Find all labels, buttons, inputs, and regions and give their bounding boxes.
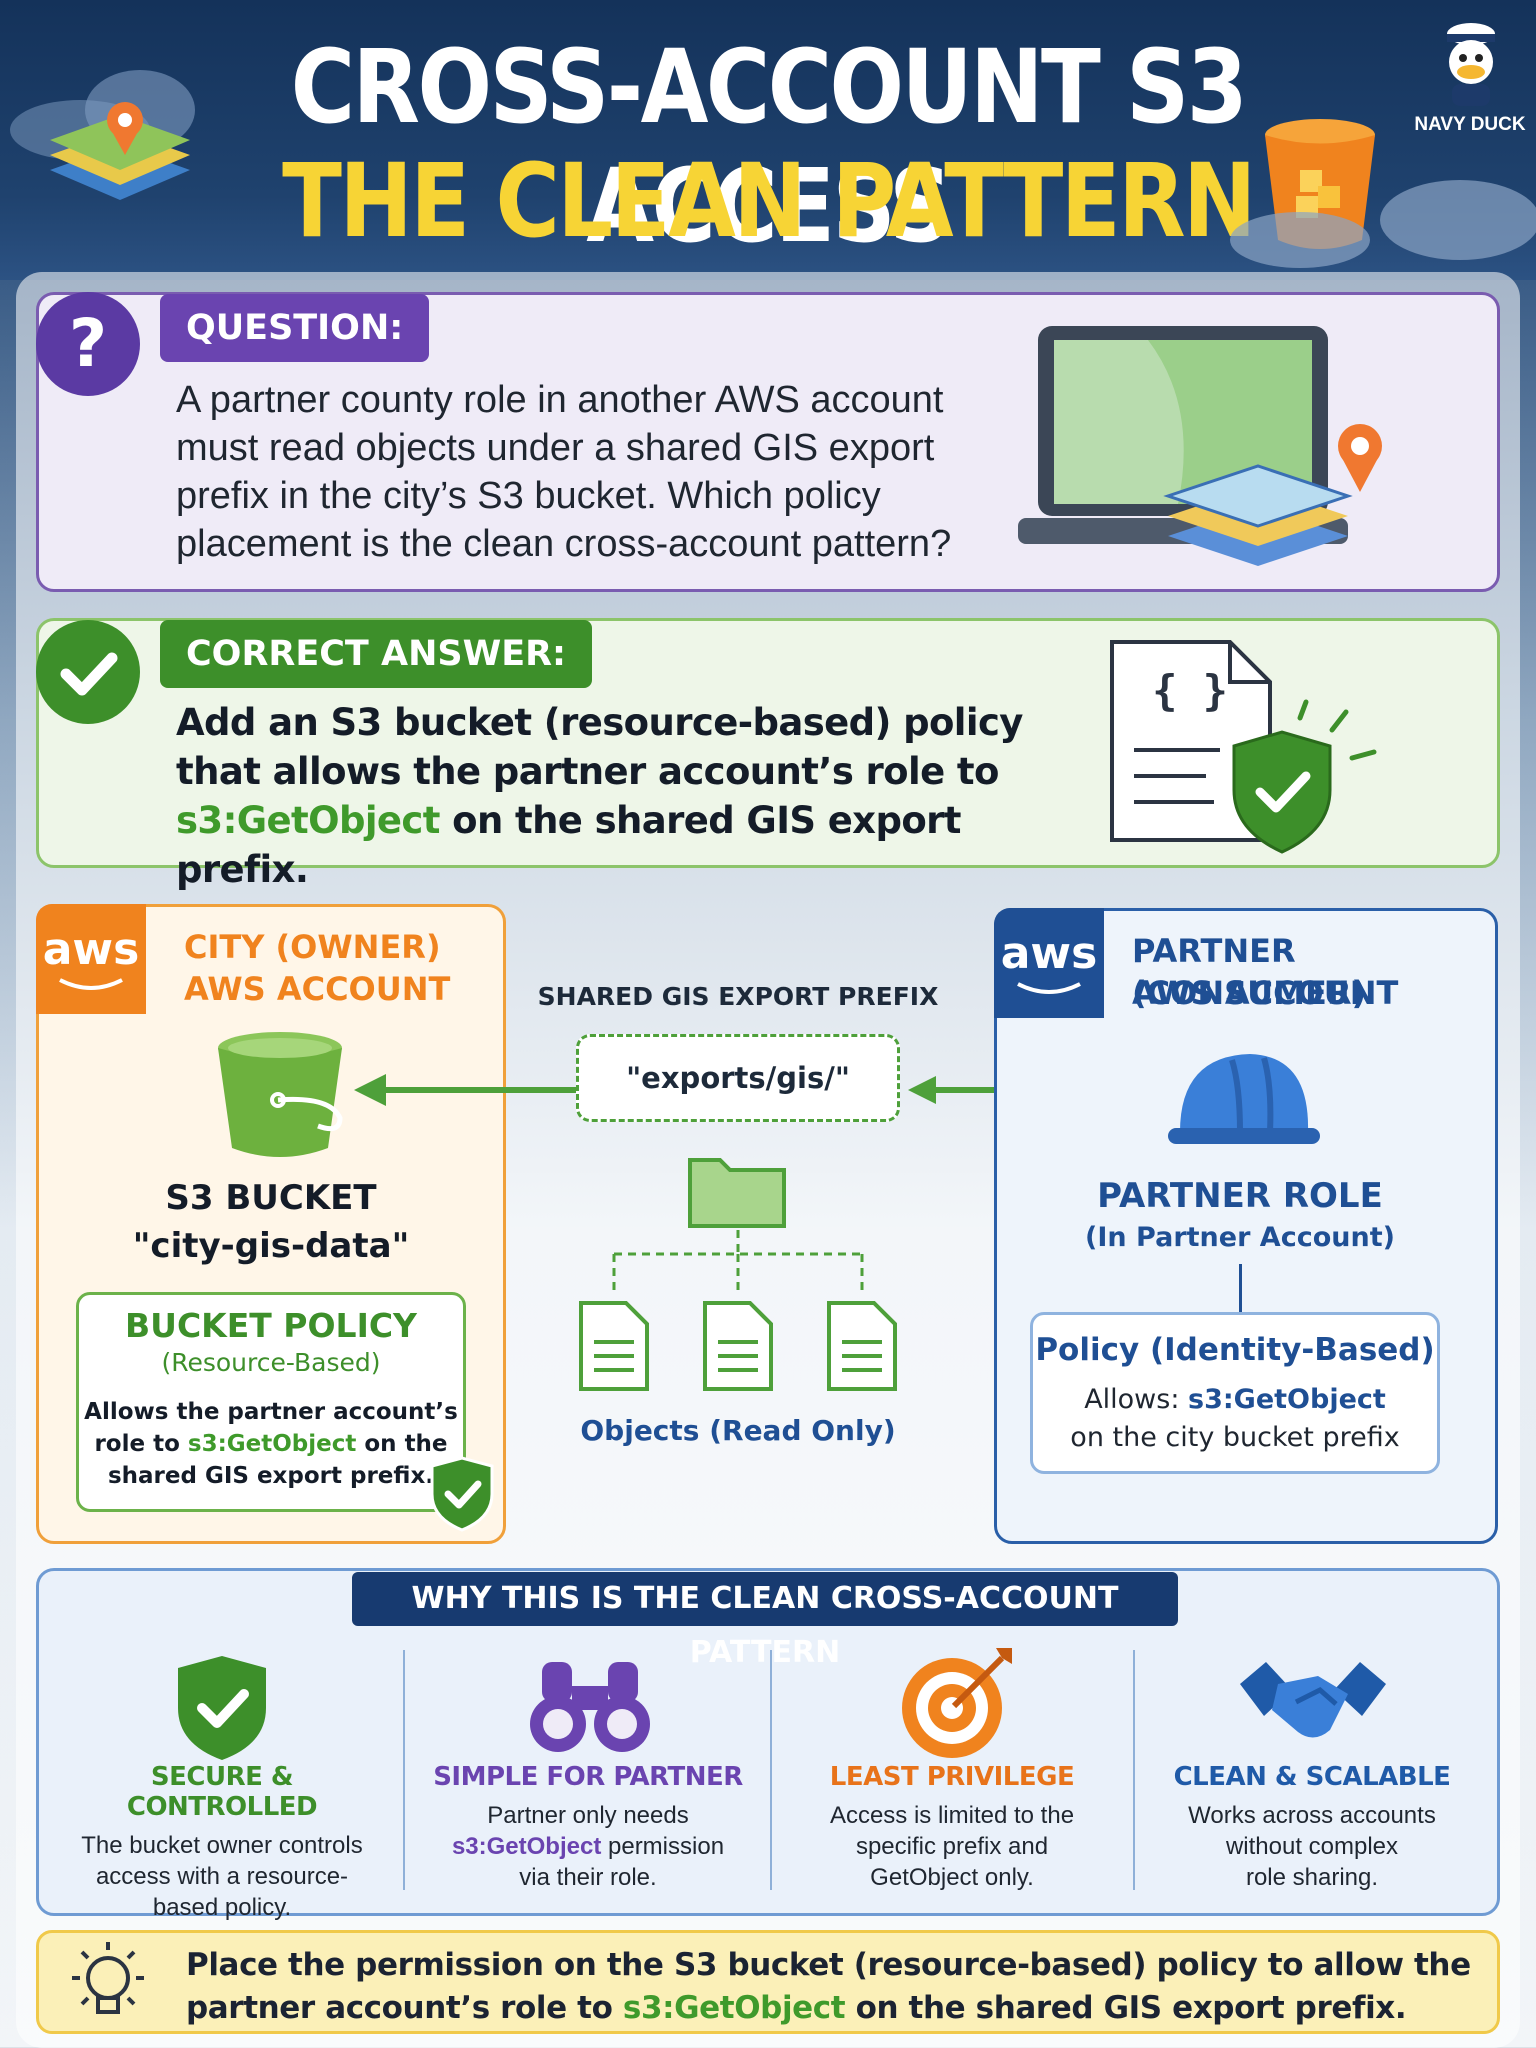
role-policy-connector — [1239, 1264, 1242, 1312]
handshake-icon — [1240, 1662, 1386, 1738]
why-item-least-privilege: LEAST PRIVILEGE Access is limited to the… — [829, 1762, 1075, 1891]
folder-icon — [688, 1158, 786, 1228]
bucket-policy-description: Allows the partner account’s role to s3:… — [84, 1399, 458, 1489]
question-badge — [36, 292, 140, 396]
shared-prefix-path: "exports/gis/" — [576, 1034, 900, 1122]
object-file-icon-3 — [827, 1301, 897, 1391]
question-label: QUESTION: — [160, 294, 430, 362]
map-pin-icon — [1338, 424, 1382, 492]
map-layers-icon — [50, 102, 190, 200]
why-divider — [403, 1650, 405, 1890]
why-divider — [1133, 1650, 1135, 1890]
why-divider — [770, 1650, 772, 1890]
footer-tip-box — [36, 1930, 1500, 2034]
partner-aws-badge: aws — [994, 908, 1104, 1018]
objects-label: Objects (Read Only) — [580, 1414, 896, 1447]
partner-role-title: PARTNER ROLE — [1097, 1176, 1383, 1216]
owner-account-line2: AWS ACCOUNT — [184, 970, 451, 1008]
answer-check-badge — [36, 620, 140, 724]
shared-prefix-label: SHARED GIS EXPORT PREFIX — [537, 982, 939, 1011]
aws-smile-icon — [59, 978, 123, 990]
question-mark-icon: ? — [68, 305, 108, 382]
partner-account-line2: AWS ACCOUNT — [1132, 974, 1399, 1012]
identity-policy-card — [1030, 1312, 1440, 1474]
identity-policy-title: Policy (Identity-Based) — [1035, 1332, 1435, 1368]
partner-account-line1: PARTNER (CONSUMER) — [1132, 932, 1367, 1012]
cloud-decoration-right — [1230, 180, 1536, 268]
answer-label: CORRECT ANSWER: — [160, 620, 593, 688]
title-line-2: THE CLEAN PATTERN — [282, 142, 1256, 261]
duck-mascot-icon — [1447, 23, 1495, 106]
binoculars-icon — [530, 1662, 650, 1752]
lightbulb-icon — [72, 1942, 144, 2014]
answer-text: Add an S3 bucket (resource-based) policy… — [176, 701, 1023, 891]
policy-document-icon — [1110, 640, 1377, 854]
bucket-policy-card — [76, 1292, 466, 1512]
why-item-secure: SECURE & CONTROLLED The bucket owner con… — [81, 1762, 363, 1921]
aws-smile-icon — [1017, 982, 1081, 994]
why-heading: WHY THIS IS THE CLEAN CROSS-ACCOUNT PATT… — [352, 1572, 1178, 1670]
identity-policy-text: on the city bucket prefix — [1070, 1422, 1400, 1453]
folder-tree-connector — [612, 1230, 864, 1294]
check-icon — [60, 652, 118, 696]
question-text: A partner county role in another AWS acc… — [176, 379, 952, 565]
json-braces-text: { } — [1152, 666, 1228, 715]
object-file-icon-2 — [703, 1301, 773, 1391]
bucket-policy-subtitle: (Resource-Based) — [161, 1348, 381, 1377]
shield-check-icon — [178, 1656, 266, 1760]
owner-account-line1: CITY (OWNER) — [184, 928, 441, 966]
footer-tip-text: Place the permission on the S3 bucket (r… — [186, 1947, 1471, 2026]
title-line-1: CROSS-ACCOUNT S3 ACCESS — [290, 28, 1248, 266]
target-icon — [902, 1648, 1012, 1758]
partner-role-subtitle: (In Partner Account) — [1085, 1222, 1395, 1253]
why-section — [36, 1568, 1500, 1916]
owner-aws-badge: aws — [36, 904, 146, 1014]
hard-hat-icon — [1168, 1054, 1320, 1144]
bucket-policy-title: BUCKET POLICY — [125, 1306, 417, 1345]
s3-bucket-name: "city-gis-data" — [132, 1226, 410, 1266]
brand-name: NAVY DUCK — [1414, 114, 1526, 135]
shield-check-small-icon — [430, 1456, 494, 1532]
object-file-icon-1 — [579, 1301, 649, 1391]
identity-policy-allows: Allows: s3:GetObject — [1084, 1384, 1386, 1415]
laptop-map-icon — [1018, 326, 1353, 566]
s3-bucket-icon — [218, 1032, 343, 1157]
s3-bucket-title: S3 BUCKET — [165, 1178, 377, 1218]
arrow-to-bucket — [354, 1074, 576, 1106]
why-item-simple: SIMPLE FOR PARTNER Partner only needs s3… — [433, 1762, 743, 1891]
